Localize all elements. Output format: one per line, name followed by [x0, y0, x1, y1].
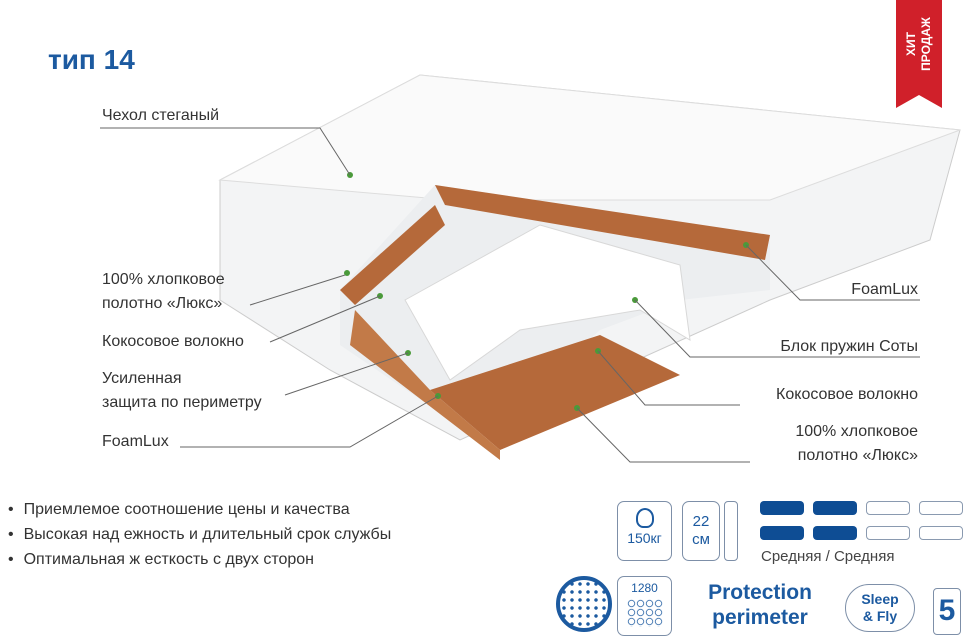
kettlebell-icon: [635, 508, 654, 528]
label-perimeter: Усиленная защита по периметру: [102, 370, 262, 411]
bullet-item: Высокая над ежность и длительный срок сл…: [8, 525, 392, 545]
bullet-item: Приемлемое соотношение цены и качества: [8, 500, 350, 520]
springs-value: 1280: [631, 581, 658, 595]
warranty-badge: 5: [933, 588, 961, 635]
label-spring-block: Блок пружин Соты: [780, 338, 918, 355]
sleep-line1: Sleep: [861, 591, 899, 607]
label-cover: Чехол стеганый: [102, 107, 220, 124]
firmness-scale: [760, 501, 965, 541]
sleep-fly-logo: Sleep& Fly: [845, 584, 915, 632]
mattress-illustration: [100, 74, 961, 463]
quilting-icon: [556, 576, 612, 632]
label-coconut-right: Кокосовое волокно: [776, 386, 918, 403]
sleep-line2: & Fly: [862, 608, 898, 624]
springs-icon: [626, 599, 663, 627]
load-value: 150кг: [627, 530, 662, 546]
height-value: 22: [692, 513, 710, 530]
page-title: тип 14: [48, 44, 135, 75]
bullet-item: Оптимальная ж есткость с двух сторон: [8, 550, 314, 570]
firmness-label: Средняя / Средняя: [761, 548, 895, 565]
ruler-icon: [724, 501, 738, 561]
label-foamlux-right: FoamLux: [851, 281, 918, 298]
protection-line1: Protection: [708, 581, 812, 604]
springs-count: 1280: [617, 576, 672, 636]
label-foamlux-left: FoamLux: [102, 433, 169, 450]
label-cotton-right: 100% хлопковое полотно «Люкс»: [795, 423, 918, 464]
label-cotton-left: 100% хлопковое полотно «Люкс»: [102, 271, 225, 312]
height-unit: см: [692, 531, 710, 548]
load-spec: 150кг: [617, 501, 672, 561]
label-coconut-left: Кокосовое волокно: [102, 333, 244, 350]
protection-line2: perimeter: [712, 606, 808, 629]
